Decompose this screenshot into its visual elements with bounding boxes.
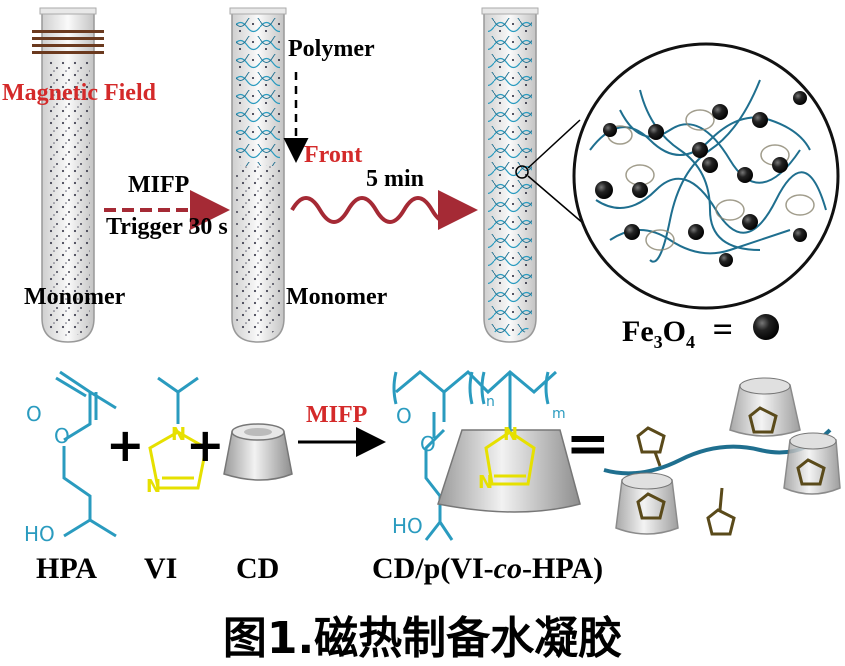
vi-label: VI bbox=[144, 552, 178, 585]
zoom-line-bottom bbox=[527, 175, 585, 225]
hpa-label: HPA bbox=[36, 552, 98, 585]
equals-sign: = bbox=[566, 414, 610, 474]
hydrogel-chain-illustration bbox=[603, 377, 841, 536]
product-carbonyl-o: O bbox=[396, 404, 412, 428]
mifp-arrow-label: MIFP bbox=[306, 402, 368, 428]
fe3o4-label: Fe3O4 = bbox=[622, 309, 733, 352]
product-n-bottom: N bbox=[478, 472, 494, 493]
time-label: 5 min bbox=[366, 166, 425, 192]
test-tube-1 bbox=[39, 7, 97, 343]
vi-structure bbox=[148, 376, 208, 490]
monomer-label-2: Monomer bbox=[286, 284, 388, 310]
hpa-carbonyl-o: O bbox=[26, 402, 42, 426]
zoom-circle bbox=[572, 42, 840, 310]
cd-label: CD bbox=[236, 552, 280, 585]
magnetic-coil-icon bbox=[32, 30, 104, 54]
product-ether-o: O bbox=[420, 432, 436, 456]
product-n-top: N bbox=[503, 424, 519, 445]
mifp-label: MIFP bbox=[128, 172, 190, 198]
hpa-ho: HO bbox=[24, 522, 55, 546]
product-structure bbox=[392, 369, 581, 541]
hpa-ether-o: O bbox=[54, 424, 70, 448]
test-tube-2 bbox=[229, 7, 287, 343]
plus-sign-1: + bbox=[106, 418, 145, 472]
magnetic-field-label: Magnetic Field bbox=[2, 80, 156, 106]
vi-n-bottom: N bbox=[146, 476, 162, 497]
plus-sign-2: + bbox=[186, 418, 225, 472]
test-tube-3 bbox=[481, 7, 539, 343]
product-ho: HO bbox=[392, 514, 423, 538]
front-label: Front bbox=[304, 142, 363, 168]
heat-wave-arrow bbox=[290, 190, 478, 230]
vi-n-top: N bbox=[171, 424, 187, 445]
trigger-label: Trigger 30 s bbox=[106, 214, 228, 240]
figure-caption: 图1.磁热制备水凝胶 bbox=[222, 613, 623, 664]
hpa-structure bbox=[55, 370, 117, 538]
product-label: CD/p(VI-co-HPA) bbox=[372, 552, 604, 585]
cd-cup-icon bbox=[223, 423, 293, 481]
subscript-m: m bbox=[552, 406, 566, 422]
zoom-line-top bbox=[527, 119, 581, 169]
subscript-n: n bbox=[486, 394, 495, 410]
monomer-label-1: Monomer bbox=[24, 284, 126, 310]
fe3o4-particle-icon bbox=[753, 314, 779, 340]
polymer-label: Polymer bbox=[288, 36, 375, 62]
